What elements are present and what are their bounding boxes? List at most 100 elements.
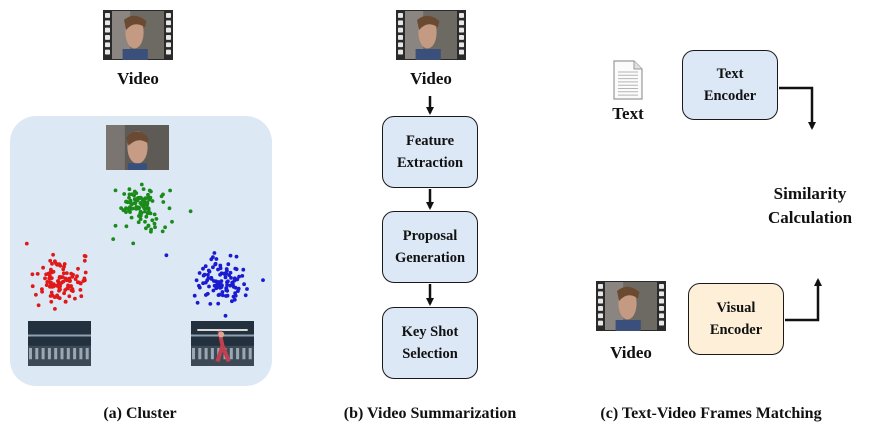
cluster-point [126,207,131,211]
cluster-point [243,293,248,298]
cluster-point [224,288,229,293]
cluster-point [30,272,35,277]
cluster-point [143,209,147,214]
similarity-calculation-label: Similarity Calculation [767,184,853,227]
cluster-point [134,207,139,211]
cluster-point [170,219,174,224]
cluster-point [194,278,199,283]
arrow-text-encoder-to-similarity [779,86,816,130]
cluster-point [61,271,66,276]
cluster-point [128,201,133,205]
cluster-point [75,274,79,279]
cluster-point [43,276,47,281]
cluster-point [163,225,168,230]
gym-frame-thumbnail-left [28,321,91,366]
caption-c: (c) Text-Video Frames Matching [600,405,822,422]
cluster-point [138,195,143,200]
face-frame-thumbnail [106,125,169,170]
cluster-point [234,254,239,259]
cluster-point [71,272,75,277]
caption-b: (b) Video Summarization [343,405,517,422]
video-label-a: Video [117,69,159,88]
text-label: Text [612,104,644,123]
cluster-point [69,284,73,288]
cluster-point [51,284,56,289]
cluster-point [111,237,116,242]
cluster-point [227,273,232,277]
cluster-point [144,226,148,231]
cluster-point [58,284,62,289]
cluster-point [224,267,229,271]
cluster-point [228,253,233,258]
green-cluster [111,182,193,246]
video-thumbnail-c [596,281,666,331]
cluster-point [36,303,41,308]
cluster-point [212,251,217,255]
cluster-point [241,267,246,272]
proposal-generation-box: Proposal Generation [382,211,478,283]
cluster-point [154,217,159,221]
video-thumbnail-b [396,10,466,60]
cluster-point [232,278,237,283]
feature-extraction-box: Feature Extraction [382,116,478,188]
cluster-point [48,258,53,263]
cluster-point [225,293,230,298]
gym-frame-thumbnail-right [191,321,254,366]
cluster-point [65,278,69,283]
cluster-point [138,209,143,214]
cluster-point [127,187,132,192]
caption-a: (a) Cluster [103,405,177,422]
cluster-point [138,217,143,222]
cluster-point [233,293,238,298]
cluster-point [64,271,69,275]
cluster-point [197,285,202,290]
cluster-point [147,210,151,214]
cluster-point [211,288,216,293]
cluster-point [59,275,64,279]
cluster-point [122,192,127,196]
cluster-point [144,201,149,206]
cluster-point [261,278,265,282]
cluster-point [83,254,88,259]
cluster-point [203,264,208,269]
cluster-point [212,279,216,283]
cluster-point [83,278,87,283]
cluster-point [35,272,40,276]
cluster-point [56,295,60,300]
cluster-point [233,266,238,271]
cluster-point [161,192,165,197]
cluster-point [213,262,218,267]
cluster-point [226,262,231,267]
cluster-point [167,206,172,211]
cluster-point [132,193,137,198]
cluster-point [150,218,155,223]
cluster-point [218,272,223,277]
video-label-c: Video [610,343,652,362]
cluster-point [53,307,57,311]
cluster-point [137,214,141,218]
cluster-point [211,255,215,259]
cluster-point [226,279,230,284]
cluster-point [124,199,129,204]
cluster-point [161,200,166,204]
cluster-point [60,280,65,284]
cluster-point [49,299,54,304]
cluster-point [164,253,169,258]
cluster-point [130,206,135,211]
cluster-point [236,289,240,293]
cluster-point [62,291,66,296]
cluster-point [223,275,228,280]
cluster-point [220,290,225,294]
cluster-point [66,283,70,288]
cluster-point [113,223,118,228]
cluster-point [50,261,54,266]
cluster-point [230,299,234,304]
cluster-point [51,269,56,274]
cluster-point [208,302,213,306]
cluster-point [127,195,131,200]
cluster-point [24,241,29,246]
cluster-point [49,290,54,295]
cluster-point [34,292,38,297]
